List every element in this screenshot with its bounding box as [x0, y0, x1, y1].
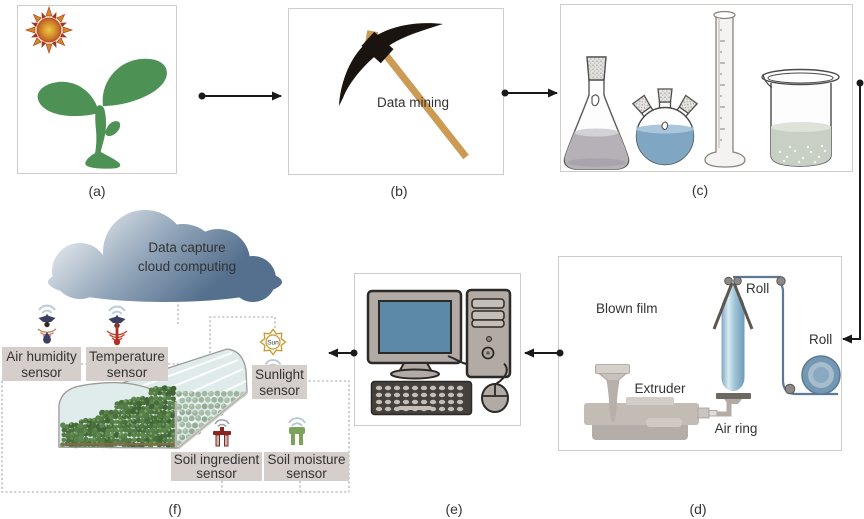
svg-text:Roll: Roll [746, 281, 769, 296]
svg-text:Blown film: Blown film [596, 301, 658, 316]
svg-text:Soil ingredient: Soil ingredient [174, 452, 260, 467]
svg-text:(a): (a) [88, 183, 105, 199]
svg-text:(d): (d) [689, 501, 706, 517]
svg-text:Temperature: Temperature [89, 349, 165, 364]
svg-text:Data capture: Data capture [148, 240, 225, 255]
svg-text:Roll: Roll [809, 332, 832, 347]
svg-text:sensor: sensor [196, 466, 237, 481]
svg-text:sensor: sensor [107, 365, 148, 380]
svg-text:Sunlight: Sunlight [255, 367, 304, 382]
svg-text:sensor: sensor [21, 365, 62, 380]
svg-text:sensor: sensor [259, 383, 300, 398]
svg-text:Sun: Sun [267, 340, 279, 347]
svg-text:Air humidity: Air humidity [6, 349, 77, 364]
svg-text:(b): (b) [390, 183, 407, 199]
svg-text:Extruder: Extruder [634, 381, 686, 396]
svg-text:(c): (c) [692, 182, 708, 198]
svg-text:sensor: sensor [286, 466, 327, 481]
svg-text:Air ring: Air ring [715, 421, 758, 436]
svg-text:cloud computing: cloud computing [138, 259, 236, 274]
svg-text:(e): (e) [445, 501, 462, 517]
svg-text:(f): (f) [168, 501, 181, 517]
svg-text:Soil moisture: Soil moisture [267, 452, 345, 467]
svg-text:Data mining: Data mining [377, 95, 449, 110]
